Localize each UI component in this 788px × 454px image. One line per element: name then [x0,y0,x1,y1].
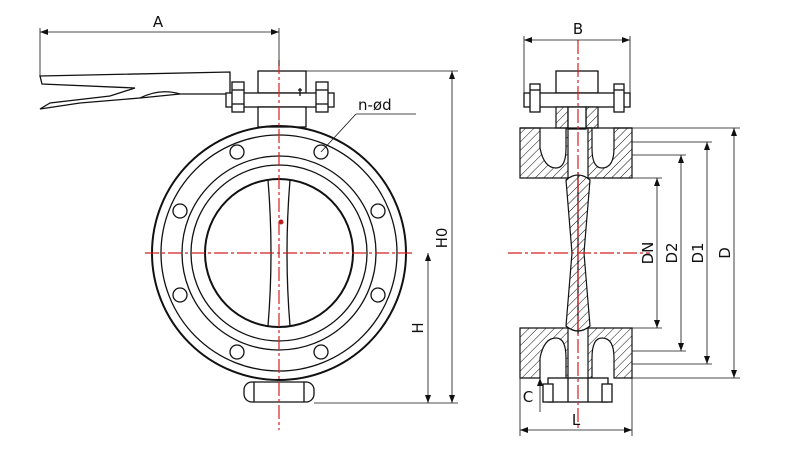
dim-d2: D2 [632,154,686,352]
side-body-lower [519,327,633,379]
dim-d1: D1 [632,141,712,365]
dim-label-a: A [153,13,164,31]
dim-dn: DN [590,177,662,329]
dim-label-l: L [572,411,581,429]
dim-label-c: C [523,388,533,406]
side-neck-top [555,106,599,130]
dim-label-d1: D1 [689,242,707,263]
dim-bolt-holes: n-ød [320,96,416,153]
dim-label-d: D [716,247,734,259]
side-top-plate [523,70,631,113]
side-view: B DN D2 D1 D [508,20,740,436]
dim-label-bolt-holes: n-ød [358,96,392,114]
dim-d: D [632,127,740,379]
dim-label-dn: DN [639,242,657,265]
dim-a: A [39,13,280,76]
dim-c: C [523,378,543,412]
top-plate [225,70,335,128]
dim-label-h0: H0 [433,228,451,249]
dim-h0: H0 [306,70,458,404]
side-body-upper [519,127,633,179]
hand-lever [39,71,231,110]
dim-h: H [409,253,431,403]
dim-l: L [519,378,633,436]
front-view: A n-ød H0 H [39,13,458,430]
dim-label-h: H [409,322,427,333]
top-bolt-left [231,81,245,113]
dim-label-b: B [573,20,583,38]
top-bolt-right [315,81,329,113]
dim-label-d2: D2 [663,242,681,263]
dim-b: B [523,20,631,93]
